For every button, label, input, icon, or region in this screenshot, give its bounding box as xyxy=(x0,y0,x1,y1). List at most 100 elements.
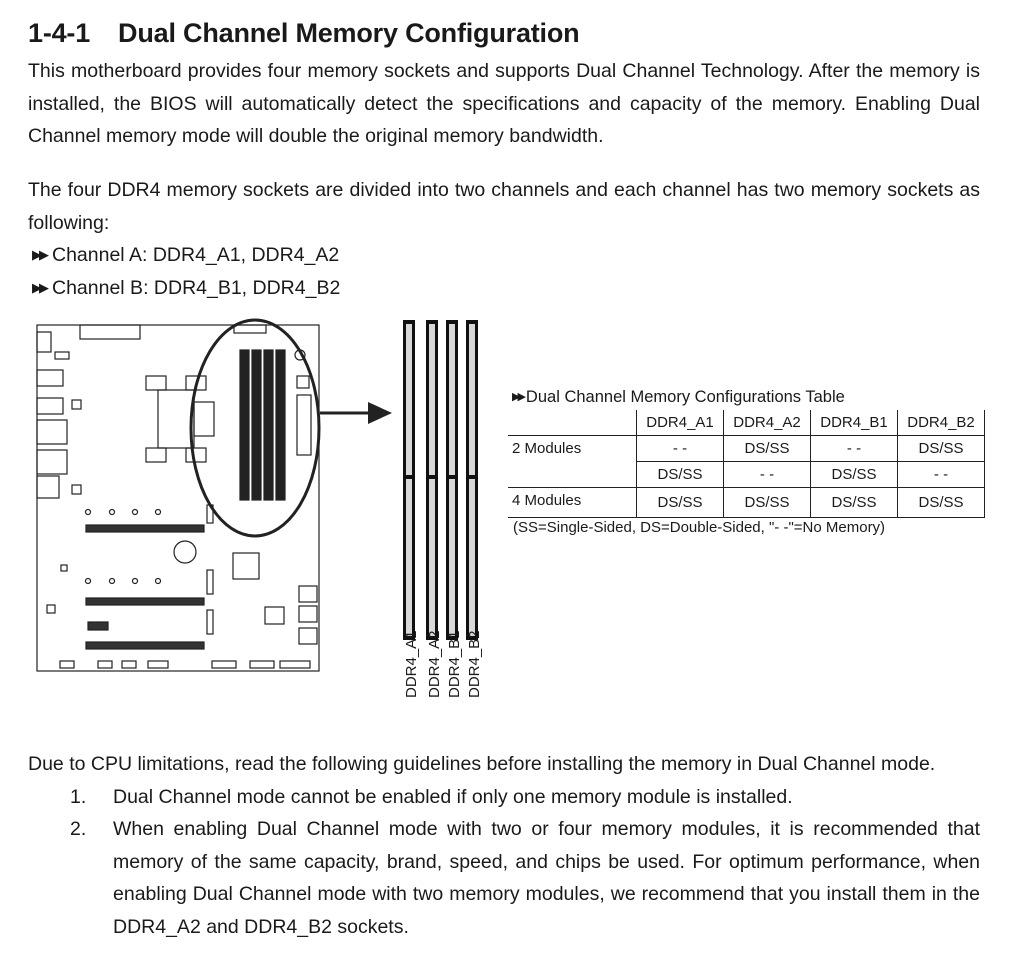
config-table: DDR4_A1 DDR4_A2 DDR4_B1 DDR4_B2 2 Module… xyxy=(508,410,985,518)
dimm-slot-b1 xyxy=(446,320,458,640)
table-row: DS/SS - - DS/SS - - xyxy=(508,461,985,488)
list-text: Dual Channel mode cannot be enabled if o… xyxy=(113,785,793,808)
header xyxy=(279,660,311,669)
double-arrow-icon: ▶▶ xyxy=(512,391,526,403)
list-number: 1. xyxy=(70,785,87,808)
sockets-paragraph: The four DDR4 memory sockets are divided… xyxy=(28,179,980,234)
dimm-slot-a2 xyxy=(426,320,438,640)
top-connector xyxy=(233,324,267,334)
dimm-slot-b2 xyxy=(466,320,478,640)
slot-label-a1: DDR4_A1 xyxy=(403,630,420,698)
m2-slot xyxy=(206,569,214,595)
board-dimm-slot xyxy=(263,349,274,501)
sata-port xyxy=(298,605,318,623)
table-cell: DS/SS xyxy=(897,435,985,462)
cpu-vrm xyxy=(193,401,215,437)
cpu-mount xyxy=(145,375,167,391)
guidelines-intro: Due to CPU limitations, read the followi… xyxy=(28,753,936,775)
top-connector xyxy=(79,324,141,340)
section-heading: 1-4-1 Dual Channel Memory Configuration xyxy=(28,18,580,49)
slot-label-a2: DDR4_A2 xyxy=(426,630,443,698)
cpu-mount xyxy=(145,447,167,463)
table-cell: - - xyxy=(723,461,811,488)
m2-slot xyxy=(206,609,214,635)
config-table-title-text: Dual Channel Memory Configurations Table xyxy=(525,388,845,406)
channel-a-text: Channel A: DDR4_A1, DDR4_A2 xyxy=(52,244,340,266)
table-header-cell: DDR4_B1 xyxy=(810,410,898,436)
header xyxy=(147,660,169,669)
io-port xyxy=(36,369,64,387)
table-cell: DS/SS xyxy=(723,487,811,518)
table-cell: DS/SS xyxy=(636,461,724,488)
enlarged-dimm-slots xyxy=(403,320,478,640)
list-item: 2. When enabling Dual Channel mode with … xyxy=(28,813,980,943)
config-table-note: (SS=Single-Sided, DS=Double-Sided, "- -"… xyxy=(513,519,886,536)
table-cell: DS/SS xyxy=(810,487,898,518)
guidelines-section: Due to CPU limitations, read the followi… xyxy=(28,748,980,943)
sata-port xyxy=(298,585,318,603)
table-cell: - - xyxy=(810,435,898,462)
chipset-small xyxy=(264,606,285,625)
double-arrow-icon: ▶▶ xyxy=(32,280,49,295)
chipset xyxy=(232,552,260,580)
table-header-cell: DDR4_A2 xyxy=(723,410,811,436)
dimm-highlight-ellipse xyxy=(189,318,321,538)
dimm-slot-a1 xyxy=(403,320,415,640)
table-cell: DS/SS xyxy=(723,435,811,462)
table-row: 4 Modules DS/SS DS/SS DS/SS DS/SS xyxy=(508,487,985,518)
table-row-label: 2 Modules xyxy=(508,435,637,488)
header xyxy=(249,660,275,669)
slot-label-b2: DDR4_B2 xyxy=(466,630,483,698)
section-title: Dual Channel Memory Configuration xyxy=(118,18,580,48)
slot-label-b1: DDR4_B1 xyxy=(446,630,463,698)
section-number: 1-4-1 xyxy=(28,18,91,48)
table-cell: - - xyxy=(897,461,985,488)
header xyxy=(296,375,310,389)
battery xyxy=(173,540,197,564)
cpu-mount xyxy=(185,447,207,463)
channel-b-text: Channel B: DDR4_B1, DDR4_B2 xyxy=(52,277,341,299)
table-row: 2 Modules - - DS/SS - - DS/SS xyxy=(508,435,985,488)
right-arrow-icon xyxy=(320,402,392,424)
io-port xyxy=(36,475,60,499)
channel-b-item: ▶▶Channel B: DDR4_B1, DDR4_B2 xyxy=(32,277,340,300)
table-corner-cell xyxy=(508,410,637,436)
list-number: 2. xyxy=(70,818,87,840)
header xyxy=(59,660,75,669)
pcie-slot xyxy=(85,524,205,533)
config-table-header-row: DDR4_A1 DDR4_A2 DDR4_B1 DDR4_B2 xyxy=(508,410,985,436)
list-text: When enabling Dual Channel mode with two… xyxy=(113,818,980,938)
pcie-small-slot xyxy=(87,621,109,631)
table-cell: DS/SS xyxy=(810,461,898,488)
io-port xyxy=(71,399,82,410)
table-row-label: 4 Modules xyxy=(508,487,637,518)
channel-a-item: ▶▶Channel A: DDR4_A1, DDR4_A2 xyxy=(32,244,339,267)
sata-port xyxy=(298,627,318,645)
io-port xyxy=(36,331,52,353)
cpu-frame xyxy=(157,389,195,449)
table-cell: - - xyxy=(636,435,724,462)
pcie-slot xyxy=(85,597,205,606)
board-dimm-slot xyxy=(275,349,286,501)
list-item: 1. Dual Channel mode cannot be enabled i… xyxy=(28,781,980,814)
header xyxy=(211,660,237,669)
table-header-cell: DDR4_A1 xyxy=(636,410,724,436)
header xyxy=(97,660,113,669)
double-arrow-icon: ▶▶ xyxy=(32,247,49,262)
io-port xyxy=(36,419,68,445)
table-header-cell: DDR4_B2 xyxy=(897,410,985,436)
io-port xyxy=(71,484,82,495)
motherboard-diagram: DDR4_A1 DDR4_A2 DDR4_B1 DDR4_B2 xyxy=(36,318,483,698)
io-port xyxy=(36,449,68,475)
pcie-slot xyxy=(85,641,205,650)
io-port xyxy=(54,351,70,360)
table-cell: DS/SS xyxy=(897,487,985,518)
config-table-title: ▶▶Dual Channel Memory Configurations Tab… xyxy=(512,388,845,407)
intro-paragraph: This motherboard provides four memory so… xyxy=(28,60,980,147)
atx-power xyxy=(296,394,312,456)
board-dimm-slot xyxy=(251,349,262,501)
table-cell: DS/SS xyxy=(636,487,724,518)
board-dimm-slot xyxy=(239,349,250,501)
io-port xyxy=(36,397,64,415)
header xyxy=(121,660,137,669)
